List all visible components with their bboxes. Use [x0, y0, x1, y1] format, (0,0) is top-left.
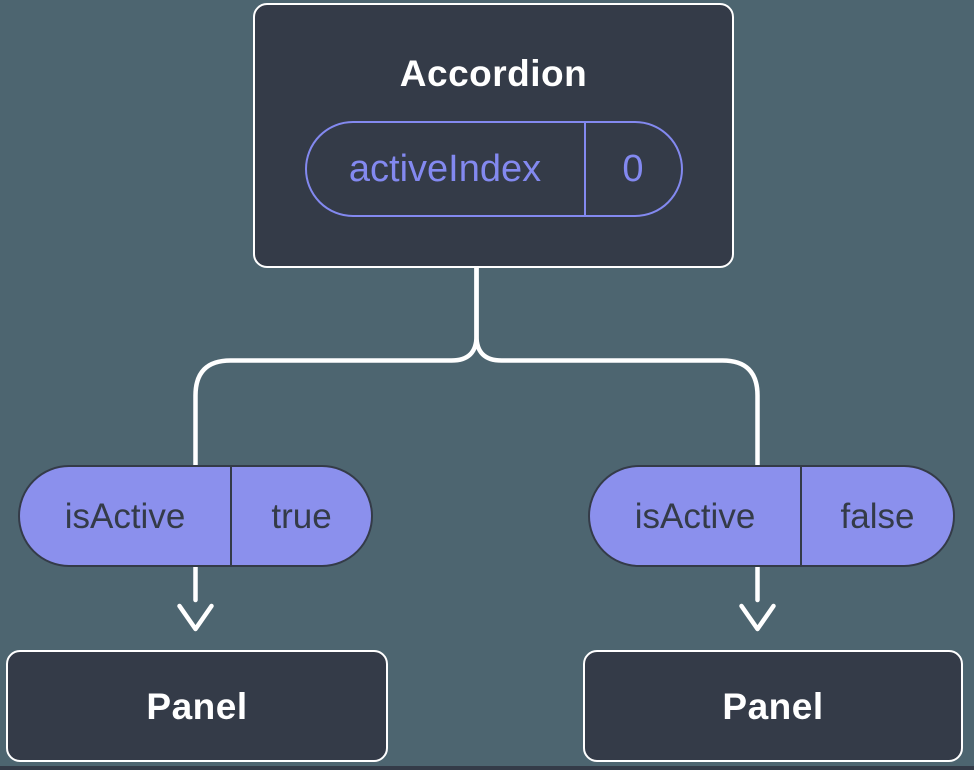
prop-pill-left: isActive true: [18, 465, 373, 567]
state-value: 0: [622, 147, 644, 190]
prop-value: false: [840, 496, 915, 536]
panel-node-title: Panel: [146, 685, 248, 727]
prop-pill-right: isActive false: [588, 465, 955, 567]
panel-node-right: Panel: [583, 650, 963, 762]
panel-node-title: Panel: [722, 685, 824, 727]
accordion-node: Accordion activeIndex 0: [253, 3, 734, 268]
connector-right-branch: [474, 263, 760, 603]
prop-name: isActive: [20, 467, 232, 565]
state-pill: activeIndex 0: [304, 120, 683, 217]
accordion-node-title: Accordion: [399, 52, 588, 94]
connector-left-branch: [193, 263, 479, 603]
arrowhead-right-icon: [739, 603, 776, 632]
arrowhead-left-icon: [177, 603, 214, 632]
prop-value: true: [271, 496, 332, 536]
panel-node-left: Panel: [6, 650, 388, 762]
state-name: activeIndex: [307, 122, 586, 215]
bottom-edge-strip: [0, 766, 974, 770]
prop-name: isActive: [590, 467, 802, 565]
